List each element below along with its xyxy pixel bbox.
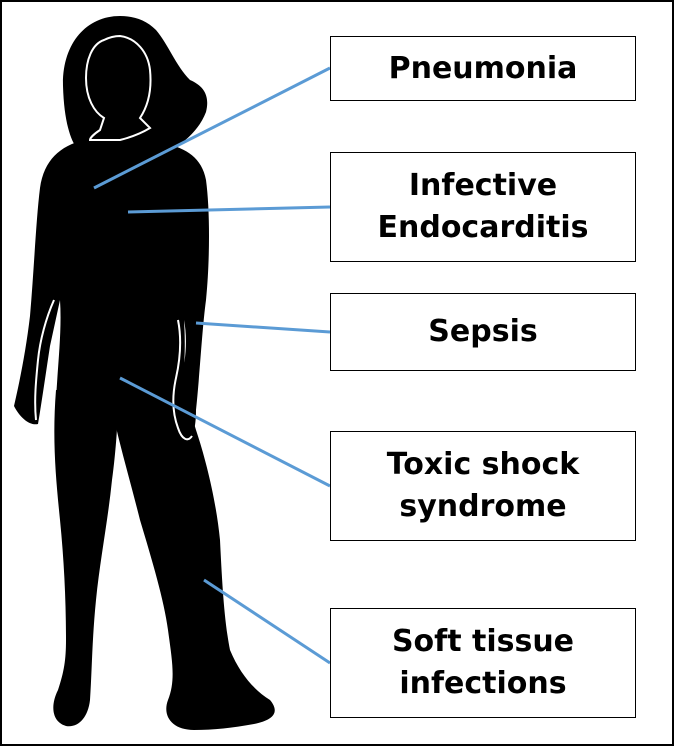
label-toxic-line2: syndrome <box>387 486 580 528</box>
label-soft-tissue-infections: Soft tissue infections <box>330 608 636 718</box>
label-toxic-shock-syndrome: Toxic shock syndrome <box>330 431 636 541</box>
label-toxic-line1: Toxic shock <box>387 444 580 486</box>
label-endocarditis-line1: Infective <box>378 165 589 207</box>
label-soft-line1: Soft tissue <box>392 621 574 663</box>
connector-pneumonia <box>94 68 330 188</box>
label-pneumonia: Pneumonia <box>330 36 636 101</box>
connector-toxic-shock <box>120 378 330 486</box>
connector-sepsis <box>196 323 330 332</box>
connector-endocarditis <box>128 207 330 212</box>
label-endocarditis-line2: Endocarditis <box>378 207 589 249</box>
label-soft-line2: infections <box>392 663 574 705</box>
connector-soft-tissue <box>204 580 330 663</box>
label-pneumonia-text: Pneumonia <box>389 48 578 90</box>
label-sepsis: Sepsis <box>330 293 636 371</box>
label-sepsis-text: Sepsis <box>428 311 537 353</box>
label-infective-endocarditis: Infective Endocarditis <box>330 152 636 262</box>
